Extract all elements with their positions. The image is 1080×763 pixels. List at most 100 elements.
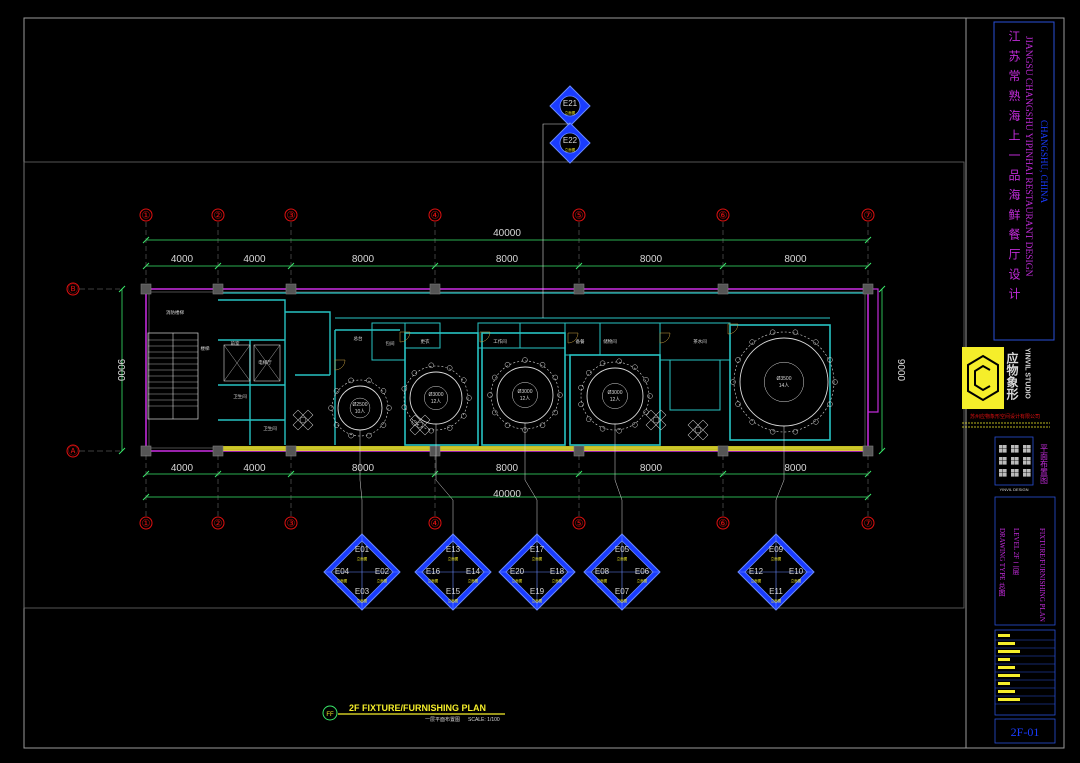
- room-label: 前室: [231, 340, 240, 347]
- dim-label-bay: 8000: [640, 463, 663, 474]
- lounge-chair: [645, 419, 657, 431]
- elevation-tag: E15: [446, 587, 461, 596]
- dining-chair: [599, 425, 606, 432]
- dining-chair: [578, 401, 584, 408]
- qr-module: [1003, 457, 1007, 461]
- dim-label-bay: 8000: [784, 254, 807, 265]
- qr-module: [1015, 473, 1019, 477]
- grid-label-col: ⑤: [575, 211, 584, 222]
- elevation-tag-sub: 立面图: [337, 578, 348, 583]
- dining-chair: [461, 377, 467, 383]
- dim-label-overall: 40000: [493, 228, 521, 239]
- elevation-marker-circle: [559, 95, 581, 117]
- qr-module: [1011, 461, 1015, 465]
- plan-title-marker: [322, 705, 338, 721]
- qr-module: [1003, 473, 1007, 477]
- qr-module: [1027, 473, 1031, 477]
- elevation-tag-sub: 立面图: [448, 598, 459, 603]
- structural-column: [573, 283, 585, 295]
- qr-module: [1023, 473, 1027, 477]
- elevation-tag: E04: [335, 567, 350, 576]
- exterior-wall-inner: [148, 291, 866, 449]
- qr-module: [1015, 469, 1019, 473]
- lounge-chair: [292, 409, 304, 421]
- lounge-chair: [687, 429, 699, 441]
- dim-tick: [118, 285, 126, 293]
- qr-module: [1027, 469, 1031, 473]
- lounge-chair: [697, 419, 709, 431]
- dining-room-partition: [404, 332, 479, 446]
- project-name-box: [993, 21, 1055, 341]
- qr-module: [999, 469, 1003, 473]
- grid-label-col: ③: [287, 211, 296, 222]
- dim-label-bay: 8000: [352, 254, 375, 265]
- elevation-tag: E05: [615, 545, 630, 554]
- lounge-chair: [409, 414, 421, 426]
- dining-chair: [586, 370, 592, 376]
- round-table: [739, 337, 829, 427]
- qr-module: [1015, 461, 1019, 465]
- structural-column: [212, 445, 224, 457]
- grid-bubble-col: [572, 208, 586, 222]
- elevation-tag: E19: [530, 587, 545, 596]
- dining-chair: [491, 374, 498, 381]
- grid-label-col: ⑥: [719, 519, 728, 530]
- revision-entry: [998, 682, 1010, 685]
- interior-wall-core: [285, 311, 331, 375]
- grid-label-col: ②: [214, 519, 223, 530]
- qr-module: [1003, 469, 1007, 473]
- table-size-label: Ø3000: [428, 392, 443, 398]
- elevation-tag-sub: 立面图: [565, 147, 576, 152]
- elevation-tag-sub: 立面图: [532, 598, 543, 603]
- dim-label-depth: 9000: [895, 359, 906, 382]
- structural-column: [140, 283, 152, 295]
- elevation-tag: E07: [615, 587, 630, 596]
- elevation-tag-sub: 立面图: [597, 578, 608, 583]
- dining-chair: [522, 357, 528, 363]
- qr-module: [1023, 449, 1027, 453]
- elevation-tag: E02: [375, 567, 390, 576]
- elevation-tag: E10: [789, 567, 804, 576]
- grid-label-row: Ⓑ: [68, 284, 78, 296]
- dining-chair: [539, 361, 546, 368]
- dim-label-bay: 4000: [171, 463, 194, 474]
- grid-label-col: ②: [214, 211, 223, 222]
- dining-chair: [827, 401, 833, 407]
- elevation-tag: E03: [355, 587, 370, 596]
- sheet-number: 2F-01: [1011, 725, 1040, 739]
- table-seat-label: 12人: [610, 397, 621, 403]
- grid-bubble-col: [861, 516, 875, 530]
- qr-module: [1023, 457, 1027, 461]
- dining-chair: [504, 422, 511, 429]
- door-swing: [727, 323, 739, 335]
- dim-label-bay: 4000: [243, 463, 266, 474]
- elevator-cross: [253, 344, 281, 382]
- structural-column: [212, 283, 224, 295]
- dining-chair: [428, 427, 435, 434]
- elevation-tag: E13: [446, 545, 461, 554]
- elevation-tag: E12: [749, 567, 764, 576]
- plan-title: 2F FIXTURE/FURNISHING PLAN: [349, 703, 486, 713]
- elevator-shaft: [223, 344, 251, 382]
- elevation-tag-sub: 立面图: [751, 578, 762, 583]
- dining-chair: [446, 425, 453, 431]
- dining-chair: [539, 422, 546, 429]
- structural-column: [717, 283, 729, 295]
- plan-scale: SCALE: 1/100: [468, 717, 500, 723]
- dining-chair: [813, 419, 819, 425]
- qr-caption: YINVIL DESIGN: [1000, 487, 1029, 492]
- elevation-tag-sub: 立面图: [771, 556, 782, 561]
- table-seat-label: 12人: [520, 396, 531, 402]
- elevation-tag-sub: 立面图: [357, 598, 368, 603]
- dining-chair: [348, 377, 354, 384]
- ancillary-room: [669, 359, 721, 411]
- project-location: CHANGSHU, CHINA: [1039, 120, 1049, 204]
- room-label: 电梯厅: [258, 359, 272, 366]
- dining-chair: [616, 427, 622, 434]
- qr-module: [1011, 469, 1015, 473]
- dining-chair: [586, 416, 592, 422]
- dim-label-depth: 9000: [115, 359, 126, 382]
